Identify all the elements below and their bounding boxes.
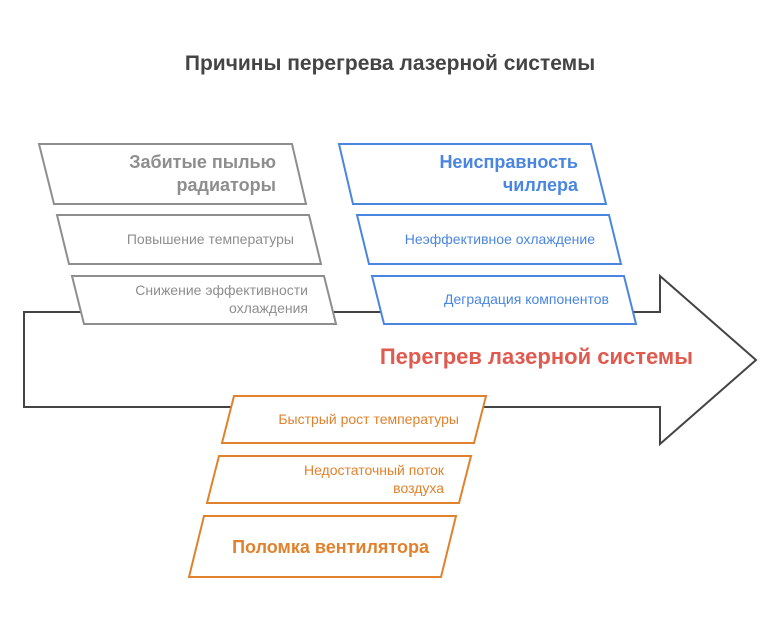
effect-label: Перегрев лазерной системы — [379, 344, 693, 369]
cause-label-temperature-rise: Повышение температуры — [126, 231, 294, 247]
category-label-dust-radiators: Забитые пылью радиаторы — [129, 152, 276, 195]
cause-box-cooling-efficiency-drop — [70, 275, 338, 325]
cause-label-cooling-efficiency-drop: Снижение эффективности охлаждения — [135, 282, 308, 316]
cause-label-fast-temperature-growth: Быстрый рост температуры — [278, 411, 459, 427]
cause-box-ineffective-cooling — [355, 214, 623, 265]
category-label-chiller-failure: Неисправность чиллера — [439, 152, 578, 195]
category-box-chiller-failure — [337, 143, 608, 205]
cause-box-insufficient-airflow — [205, 455, 473, 504]
cause-box-component-degradation — [370, 275, 638, 325]
diagram-title: Причины перегрева лазерной системы — [184, 52, 596, 75]
cause-box-temperature-rise — [55, 214, 323, 265]
cause-label-insufficient-airflow: Недостаточный поток воздуха — [303, 462, 444, 496]
category-box-dust-radiators — [37, 143, 308, 205]
cause-label-component-degradation: Деградация компонентов — [444, 291, 609, 307]
category-label-fan-failure: Поломка вентилятора — [232, 537, 429, 557]
cause-label-ineffective-cooling: Неэффективное охлаждение — [404, 231, 595, 247]
category-box-fan-failure — [187, 515, 458, 578]
cause-box-fast-temperature-growth — [220, 395, 488, 444]
